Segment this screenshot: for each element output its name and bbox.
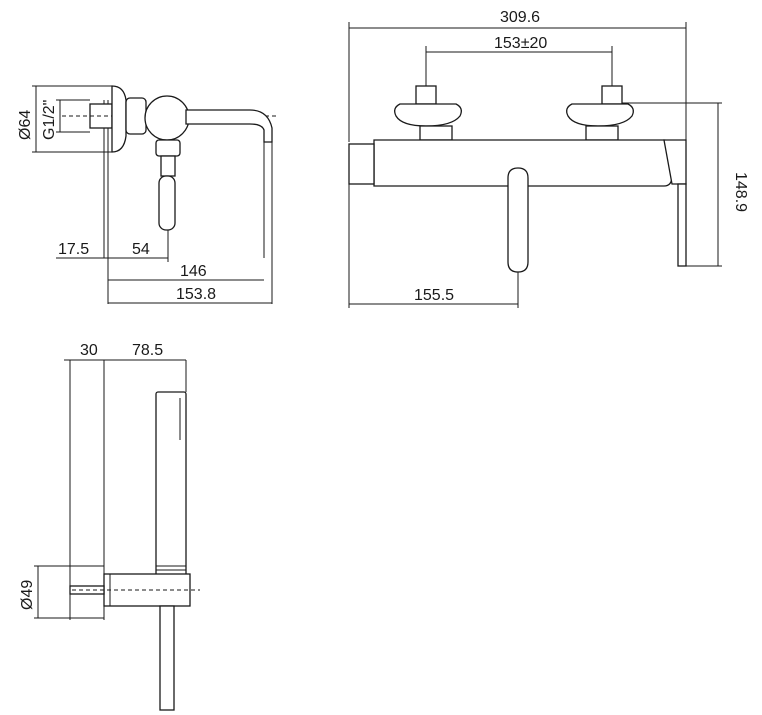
dim-78-5: 78.5 [132, 342, 163, 359]
inlet-right-flange [566, 103, 634, 127]
lever-side [158, 175, 176, 231]
inlet-right-nut [585, 125, 619, 141]
hand-shower-view: 30 78.5 Ø49 [19, 342, 200, 711]
bar-left-cap [348, 143, 375, 185]
escutcheon [111, 85, 127, 153]
dim-thread-g12: G1/2" [41, 100, 58, 140]
side-view: Ø64 G1/2" 17.5 54 146 153.8 [17, 85, 276, 304]
shower-handle [155, 391, 187, 577]
shower-hose [159, 605, 175, 711]
wall-bracket [103, 573, 191, 607]
diverter-knob [155, 139, 181, 157]
dim-54: 54 [132, 241, 150, 258]
mixer-body [144, 95, 190, 141]
inlet-left-pipe [415, 85, 437, 105]
inlet-left-flange [394, 103, 462, 127]
dim-153-pm-20: 153±20 [494, 35, 547, 52]
dim-diameter-49: Ø49 [19, 580, 36, 610]
dim-153-8: 153.8 [176, 286, 216, 303]
lever-front [507, 167, 529, 273]
dim-309-6: 309.6 [500, 9, 540, 26]
connector-nut [125, 97, 147, 135]
front-view: 309.6 153±20 148.9 155.5 [348, 9, 749, 308]
spout [185, 109, 273, 143]
dim-155-5: 155.5 [414, 287, 454, 304]
dim-148-9: 148.9 [732, 172, 749, 212]
diverter-neck [160, 155, 176, 177]
inlet-left-nut [419, 125, 453, 141]
dim-146: 146 [180, 263, 207, 280]
dim-30: 30 [80, 342, 98, 359]
diverter-stem [677, 183, 687, 267]
inlet-right-pipe [601, 85, 623, 105]
dim-diameter-64: Ø64 [17, 110, 34, 140]
dim-17-5: 17.5 [58, 241, 89, 258]
